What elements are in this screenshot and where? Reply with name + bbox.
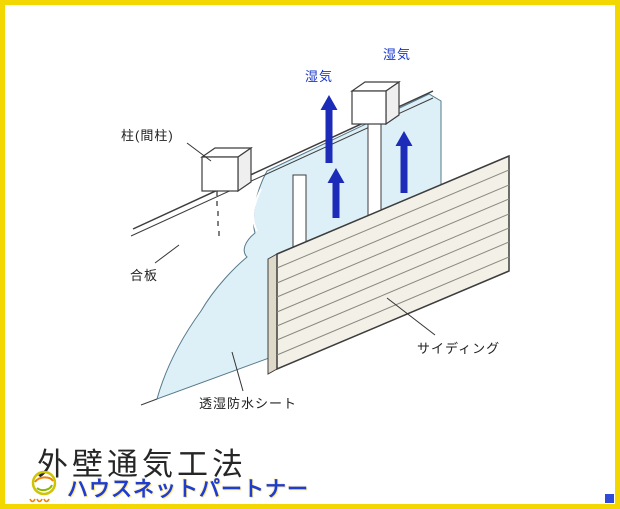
siding-board-lines	[276, 169, 510, 356]
pillar-label: 柱(間柱)	[121, 128, 174, 143]
logo: ハウスネットパートナー	[25, 469, 309, 504]
leader-lines	[154, 142, 436, 392]
sheet-leader	[231, 351, 244, 392]
furring-strip-right	[367, 119, 382, 221]
logo-emblem-icon	[29, 470, 57, 503]
sheet-label: 透湿防水シート	[199, 396, 298, 411]
siding-panel-shape	[267, 154, 510, 375]
siding-leader	[386, 297, 436, 336]
moisture-arrow-up-2	[327, 168, 345, 218]
wall-ventilation-diagram	[130, 80, 510, 406]
sheet-fold-highlight	[252, 188, 262, 232]
moisture-arrow-up-3	[395, 131, 413, 193]
moisture-label-right: 湿気	[383, 47, 412, 62]
stud-block-left	[200, 146, 253, 193]
sheet-bottom-edge	[140, 398, 158, 406]
plywood-leader	[154, 244, 180, 264]
diagram-title: 外壁通気工法	[37, 447, 247, 482]
nail-marks	[216, 191, 220, 236]
siding-label: サイディング	[417, 341, 501, 356]
pillar-leader	[186, 142, 212, 162]
siding-side-face	[267, 253, 278, 375]
logo-text: ハウスネットパートナー	[67, 478, 309, 501]
moisture-arrows	[320, 95, 413, 218]
stud-block-right	[350, 80, 401, 126]
moisture-label-left: 湿気	[305, 69, 334, 84]
moisture-arrow-up-1	[320, 95, 338, 163]
corner-watermark	[605, 494, 614, 503]
plywood-label: 合板	[130, 268, 159, 283]
